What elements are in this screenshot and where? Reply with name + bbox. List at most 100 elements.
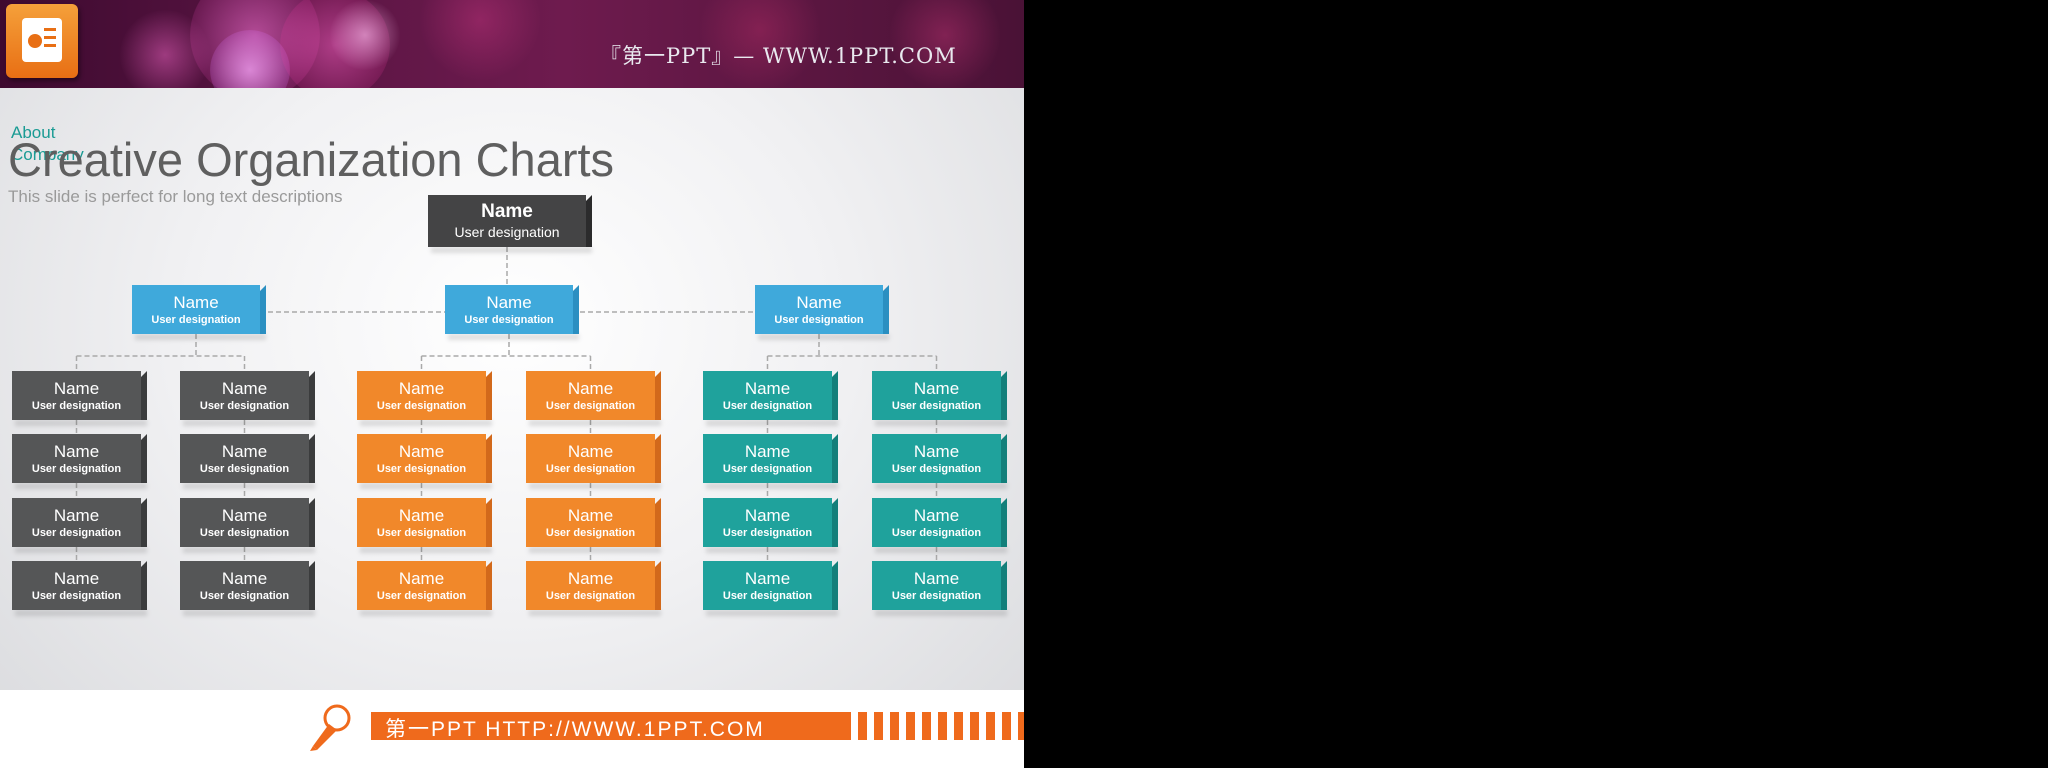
footer-stripe: [970, 712, 979, 740]
person-designation: User designation: [891, 589, 982, 602]
bokeh-decoration: [330, 0, 400, 70]
person-name: Name: [567, 505, 614, 525]
person-name: Name: [398, 505, 445, 525]
person-designation: User designation: [376, 462, 467, 475]
person-name: Name: [398, 568, 445, 588]
person-name: Name: [481, 201, 533, 222]
person-name: Name: [744, 505, 791, 525]
bokeh-decoration: [120, 10, 210, 88]
person-name: Name: [913, 568, 960, 588]
person-designation: User designation: [376, 526, 467, 539]
person-designation: User designation: [199, 399, 290, 412]
person-designation: User designation: [722, 589, 813, 602]
person-designation: User designation: [722, 526, 813, 539]
person-name: Name: [173, 292, 219, 312]
person-name: Name: [53, 378, 100, 398]
person-designation: User designation: [722, 399, 813, 412]
footer-stripe: [986, 712, 995, 740]
person-designation: User designation: [376, 589, 467, 602]
person-name: Name: [913, 441, 960, 461]
connector-lines: [75, 247, 938, 561]
person-designation: User designation: [545, 589, 636, 602]
footer-bar: [371, 712, 851, 740]
person-name: Name: [913, 505, 960, 525]
about-company-label: About Company: [11, 123, 84, 164]
person-designation: User designation: [376, 399, 467, 412]
person-name: Name: [796, 292, 842, 312]
footer-stripe: [922, 712, 931, 740]
bokeh-decoration: [700, 0, 820, 88]
person-name: Name: [221, 378, 268, 398]
person-name: Name: [53, 505, 100, 525]
person-name: Name: [221, 441, 268, 461]
person-designation: User designation: [891, 399, 982, 412]
person-designation: User designation: [31, 399, 122, 412]
person-name: Name: [398, 441, 445, 461]
person-name: Name: [221, 505, 268, 525]
footer-stripe: [1002, 712, 1011, 740]
page-title: Creative Organization Charts: [8, 133, 615, 186]
bokeh-decoration: [210, 30, 290, 88]
person-designation: User designation: [199, 462, 290, 475]
person-designation: User designation: [774, 313, 864, 326]
footer-text: 第一PPT HTTP://WWW.1PPT.COM: [385, 718, 765, 741]
footer-stripe: [938, 712, 947, 740]
person-name: Name: [913, 378, 960, 398]
person-designation: User designation: [31, 589, 122, 602]
person-name: Name: [567, 568, 614, 588]
person-name: Name: [398, 378, 445, 398]
person-name: Name: [744, 441, 791, 461]
banner-brand-text: 『第一PPT』— WWW.1PPT.COM: [600, 44, 957, 68]
header-banner: 『第一PPT』— WWW.1PPT.COM: [0, 0, 1024, 88]
person-designation: User designation: [722, 462, 813, 475]
footer-stripe: [954, 712, 963, 740]
person-designation: User designation: [545, 462, 636, 475]
footer-stripe: [906, 712, 915, 740]
presentation-icon: [6, 4, 78, 78]
person-designation: User designation: [31, 462, 122, 475]
person-name: Name: [567, 441, 614, 461]
person-designation: User designation: [151, 313, 241, 326]
pencil-icon: [310, 704, 351, 751]
person-name: Name: [53, 441, 100, 461]
footer-stripe: [890, 712, 899, 740]
footer-stripe: [874, 712, 883, 740]
bokeh-decoration: [890, 0, 1000, 88]
person-name: Name: [567, 378, 614, 398]
person-name: Name: [486, 292, 532, 312]
slide: 『第一PPT』— WWW.1PPT.COM About Company Crea…: [0, 0, 1024, 768]
person-designation: User designation: [199, 589, 290, 602]
footer-stripe: [1018, 712, 1024, 740]
person-name: Name: [221, 568, 268, 588]
person-designation: User designation: [545, 526, 636, 539]
person-name: Name: [744, 378, 791, 398]
page-subtitle: This slide is perfect for long text desc…: [8, 187, 343, 206]
person-designation: User designation: [891, 526, 982, 539]
person-designation: User designation: [891, 462, 982, 475]
